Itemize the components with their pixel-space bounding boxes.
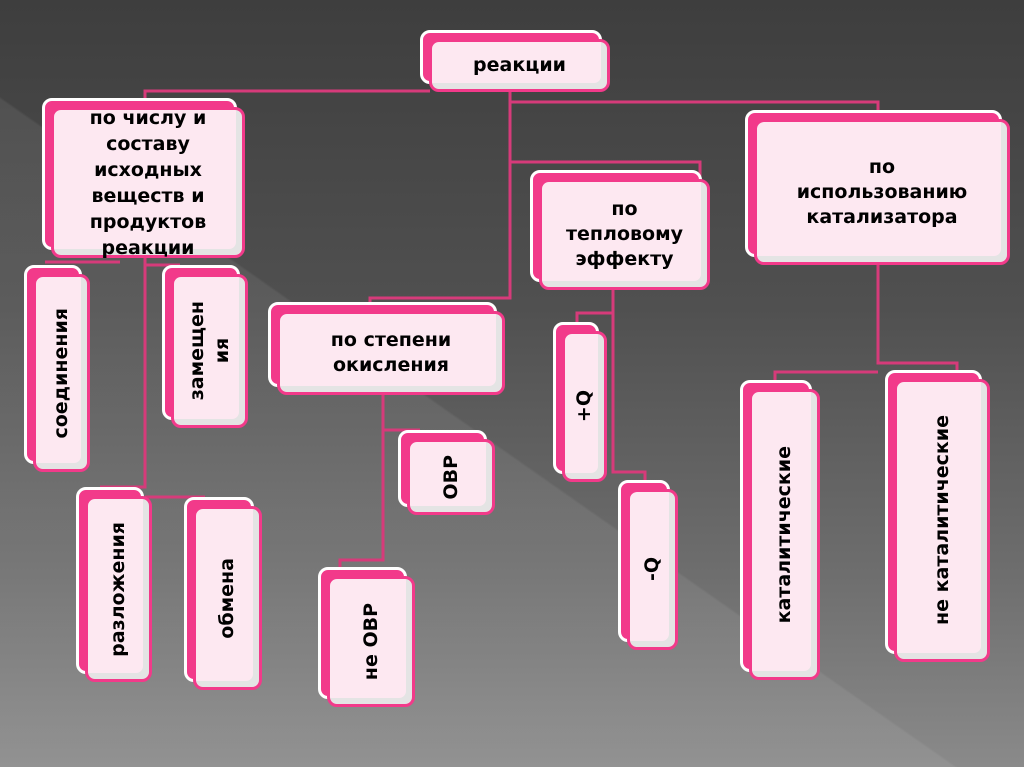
node-redox: ОВР [398,430,495,515]
node-label: по тепловому эффекту [566,198,683,270]
node-exchange: обмена [184,497,262,690]
node-by-composition: по числу и составу исходных веществ и пр… [42,98,245,259]
node-by-oxidation: по степени окисления [268,302,505,395]
node-by-catalyst: по использованию катализатора [745,110,1010,265]
node-label: по использованию катализатора [796,155,968,228]
node-label: замещен ия [185,301,233,401]
node-non-catalytic: не каталитические [885,370,990,662]
connector [100,258,147,489]
node-label: разложения [107,521,129,657]
node-label: -Q [641,557,663,582]
node-non-redox: не ОВР [318,567,415,707]
node-label: по числу и составу исходных веществ и пр… [89,106,207,259]
node-by-thermal-effect: по тепловому эффекту [530,170,710,290]
connector [368,92,512,310]
node-endothermic: -Q [618,480,678,650]
connector [773,370,878,380]
node-reactions: реакции [420,30,610,92]
connector [575,311,613,322]
connector [510,160,702,176]
node-label: +Q [573,390,595,423]
node-label: каталитические [773,445,795,624]
node-combination: соединения [24,265,90,472]
node-label: ОВР [439,454,462,500]
node-exothermic: +Q [553,322,607,482]
node-label: соединения [50,307,72,439]
node-decomposition: разложения [76,487,152,682]
connector [338,395,385,567]
connector [876,265,959,370]
node-label: по степени окисления [330,329,452,376]
connector [611,290,647,480]
node-label: не каталитические [930,415,953,626]
node-label: не ОВР [359,602,382,681]
node-catalytic: каталитические [740,380,820,680]
node-label: реакции [473,54,566,76]
node-substitution: замещен ия [162,265,248,428]
node-label: обмена [216,557,238,639]
